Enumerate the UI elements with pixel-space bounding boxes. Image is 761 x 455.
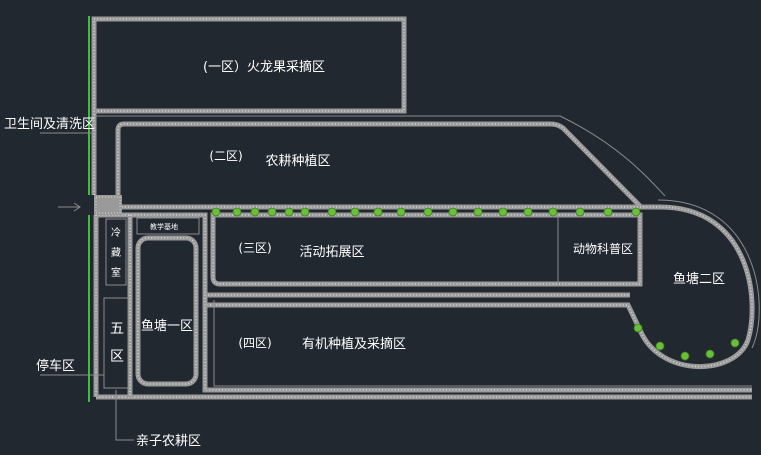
zone-5-box bbox=[103, 297, 129, 389]
cold-storage-char-2: 藏 bbox=[111, 247, 121, 259]
toilet-label: 卫生间及清洗区 bbox=[4, 117, 95, 132]
zone-2-name-label: 农耕种植区 bbox=[265, 153, 330, 169]
tree-icon bbox=[211, 207, 221, 217]
fish-pond-2-label: 鱼塘二区 bbox=[673, 271, 725, 287]
zone-3-name-label: 活动拓展区 bbox=[299, 245, 364, 260]
small-building-box bbox=[136, 217, 200, 235]
tree-icon bbox=[655, 341, 665, 351]
south-path bbox=[96, 292, 752, 400]
zone-4-name-label: 有机种植及采摘区 bbox=[302, 336, 406, 352]
west-column-path bbox=[93, 212, 208, 397]
tree-icon bbox=[267, 207, 277, 217]
tree-icon bbox=[548, 207, 558, 217]
parking-label: 停车区 bbox=[36, 358, 75, 374]
animal-zone-label: 动物科普区 bbox=[573, 242, 633, 256]
tree-icon bbox=[633, 323, 643, 333]
tree-icon bbox=[350, 207, 360, 217]
zone-3-number-label: (三区) bbox=[238, 241, 271, 255]
entrance-gate bbox=[94, 195, 122, 215]
entrance-arrow-head bbox=[73, 202, 81, 212]
zone-5-char-1: 五 bbox=[110, 321, 124, 337]
tree-icon bbox=[603, 207, 613, 217]
tree-icon bbox=[396, 207, 406, 217]
zone-2-number-label: (二区) bbox=[209, 149, 242, 163]
main-loop-path bbox=[96, 204, 755, 370]
zone-1-path bbox=[91, 16, 407, 195]
zone-2-path bbox=[115, 121, 642, 208]
tree-icon bbox=[232, 207, 242, 217]
zone-4-inner-line bbox=[213, 300, 752, 387]
tree-icon bbox=[473, 207, 483, 217]
zone-5-char-2: 区 bbox=[110, 349, 124, 365]
tree-icon bbox=[300, 207, 310, 217]
pond-2-outer-line bbox=[657, 199, 760, 349]
zone-1-label: (一区）火龙果采摘区 bbox=[203, 59, 325, 75]
tree-icon bbox=[284, 207, 294, 217]
cold-storage-char-1: 冷 bbox=[111, 226, 121, 239]
fish-pond-1-label: 鱼塘一区 bbox=[141, 318, 193, 334]
tree-icon bbox=[327, 207, 337, 217]
tree-icon bbox=[631, 207, 641, 217]
small-building-label: 教学基地 bbox=[150, 222, 178, 231]
tree-icon bbox=[705, 349, 715, 359]
cold-storage-char-3: 室 bbox=[111, 266, 121, 279]
cold-storage-box bbox=[105, 218, 127, 286]
tree-icon bbox=[423, 207, 433, 217]
tree-icon bbox=[680, 351, 690, 361]
tree-icon bbox=[250, 207, 260, 217]
tree-row bbox=[211, 207, 740, 361]
kids-farm-leader-line bbox=[115, 390, 134, 441]
tree-icon bbox=[523, 207, 533, 217]
zone-4-number-label: (四区) bbox=[238, 336, 271, 350]
tree-icon bbox=[730, 338, 740, 348]
kids-farm-label: 亲子农耕区 bbox=[136, 433, 201, 449]
tree-icon bbox=[448, 207, 458, 217]
outer-boundary-line bbox=[96, 115, 666, 197]
tree-icon bbox=[373, 207, 383, 217]
tree-icon bbox=[498, 207, 508, 217]
zone-3-path bbox=[210, 212, 643, 287]
fish-pond-1-path bbox=[135, 235, 199, 387]
tree-icon bbox=[575, 207, 585, 217]
